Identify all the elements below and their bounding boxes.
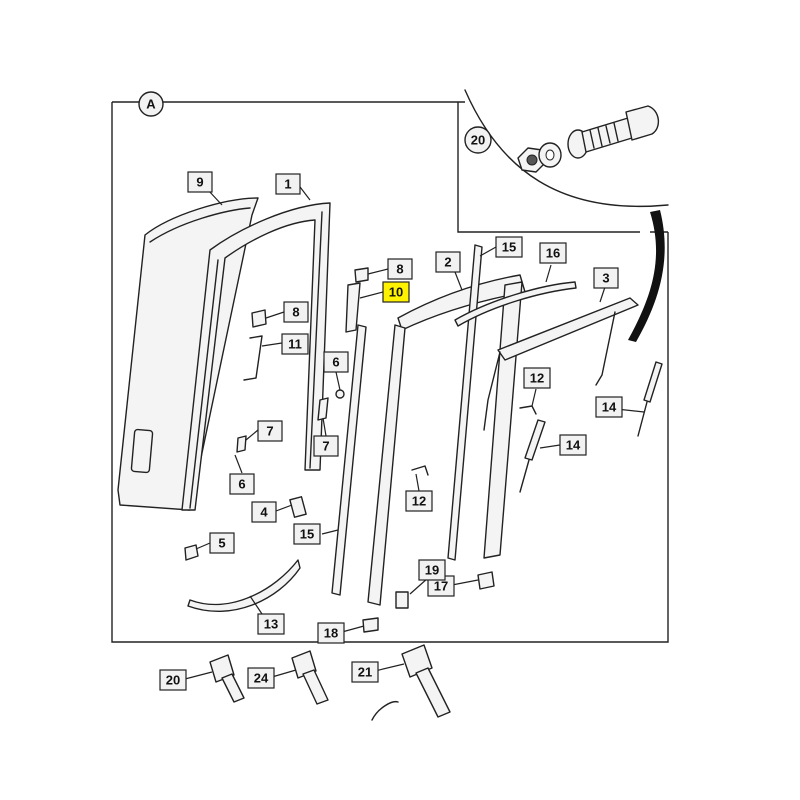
bolt-part (567, 105, 659, 159)
svg-text:17: 17 (434, 579, 448, 594)
svg-text:24: 24 (254, 671, 269, 686)
svg-text:14: 14 (566, 438, 581, 453)
detail-label-20: 20 (464, 126, 492, 154)
svg-text:11: 11 (288, 337, 302, 352)
svg-text:4: 4 (260, 505, 268, 520)
leader-lines (184, 182, 645, 680)
callout-20: 20 (159, 669, 187, 691)
door-frame-part (181, 202, 331, 511)
part-5-clip (184, 544, 199, 561)
svg-text:18: 18 (324, 626, 338, 641)
top-seal-part (454, 281, 577, 327)
gas-strut-1 (519, 419, 546, 493)
callout-8-left: 8 (283, 301, 309, 323)
detail-pointer (628, 210, 665, 342)
detail-arc (464, 89, 669, 207)
callout-19: 19 (418, 559, 446, 581)
svg-text:10: 10 (389, 285, 403, 300)
rear-frame-post (367, 324, 406, 606)
part-12-handle (411, 465, 429, 476)
svg-text:5: 5 (218, 536, 225, 551)
svg-text:15: 15 (502, 240, 516, 255)
part-10-hinge (345, 282, 361, 333)
svg-text:16: 16 (546, 246, 560, 261)
svg-text:1: 1 (284, 177, 291, 192)
bolt-20 (209, 654, 245, 703)
svg-text:9: 9 (196, 175, 203, 190)
callout-15-upper: 15 (495, 236, 523, 258)
callout-1: 1 (275, 173, 301, 195)
arm-linkage-part (497, 297, 639, 361)
svg-text:8: 8 (292, 305, 299, 320)
svg-text:2: 2 (444, 255, 451, 270)
callout-4: 4 (251, 501, 277, 523)
callout-16: 16 (539, 242, 567, 264)
part-17-bracket (477, 571, 495, 590)
callout-14-right: 14 (595, 396, 623, 418)
callout-6-lower: 6 (229, 473, 255, 495)
part-19-block (395, 591, 409, 609)
svg-text:A: A (146, 97, 156, 112)
svg-text:8: 8 (396, 262, 403, 277)
part-8-hinge-2 (354, 267, 369, 283)
svg-text:7: 7 (322, 439, 329, 454)
callout-3: 3 (593, 267, 619, 289)
part-7-latch-2 (236, 435, 247, 453)
part-8-hinge (251, 309, 267, 328)
part-7-latch (317, 397, 329, 421)
callout-13: 13 (257, 613, 285, 635)
callout-6-upper: 6 (323, 351, 349, 373)
callout-9: 9 (187, 171, 213, 193)
glass-cutout (130, 428, 154, 474)
svg-text:7: 7 (266, 424, 273, 439)
callout-8-upper: 8 (387, 258, 413, 280)
part-18-bracket (362, 617, 379, 633)
section-label-a: A (138, 91, 164, 117)
callout-10: 10 (382, 281, 410, 303)
svg-text:3: 3 (602, 271, 609, 286)
svg-text:6: 6 (238, 477, 245, 492)
part-4-bracket (289, 496, 307, 518)
svg-text:19: 19 (425, 563, 439, 578)
callout-18: 18 (317, 622, 345, 644)
partial-part-bottom (371, 701, 399, 721)
callout-5: 5 (209, 532, 235, 554)
callout-12-lower: 12 (405, 490, 433, 512)
svg-text:6: 6 (332, 355, 339, 370)
svg-text:21: 21 (358, 665, 372, 680)
svg-text:13: 13 (264, 617, 278, 632)
svg-text:12: 12 (530, 371, 544, 386)
callout-7-right: 7 (313, 435, 339, 457)
gas-strut-2 (637, 361, 663, 437)
callout-14-lower: 14 (559, 434, 587, 456)
washer-part (538, 142, 562, 168)
seal-strip-2 (447, 244, 483, 561)
lower-seal-part (187, 559, 301, 613)
part-12-handle-2 (519, 405, 537, 415)
svg-text:20: 20 (471, 133, 485, 148)
callout-11: 11 (281, 333, 309, 355)
callout-15-lower: 15 (293, 523, 321, 545)
svg-text:20: 20 (166, 673, 180, 688)
callout-21: 21 (351, 661, 379, 683)
bolt-21 (401, 644, 451, 718)
svg-text:15: 15 (300, 527, 314, 542)
part-6-bolt (335, 389, 345, 399)
callout-12-upper: 12 (523, 367, 551, 389)
callout-24: 24 (247, 667, 275, 689)
svg-text:14: 14 (602, 400, 617, 415)
seal-strip-1 (331, 324, 367, 596)
svg-text:12: 12 (412, 494, 426, 509)
callout-7-left: 7 (257, 420, 283, 442)
section-frame (111, 101, 669, 643)
part-11-handle (243, 335, 263, 381)
rear-frame-post-2 (483, 281, 523, 559)
bolt-24 (291, 650, 329, 705)
callout-2: 2 (435, 251, 461, 273)
